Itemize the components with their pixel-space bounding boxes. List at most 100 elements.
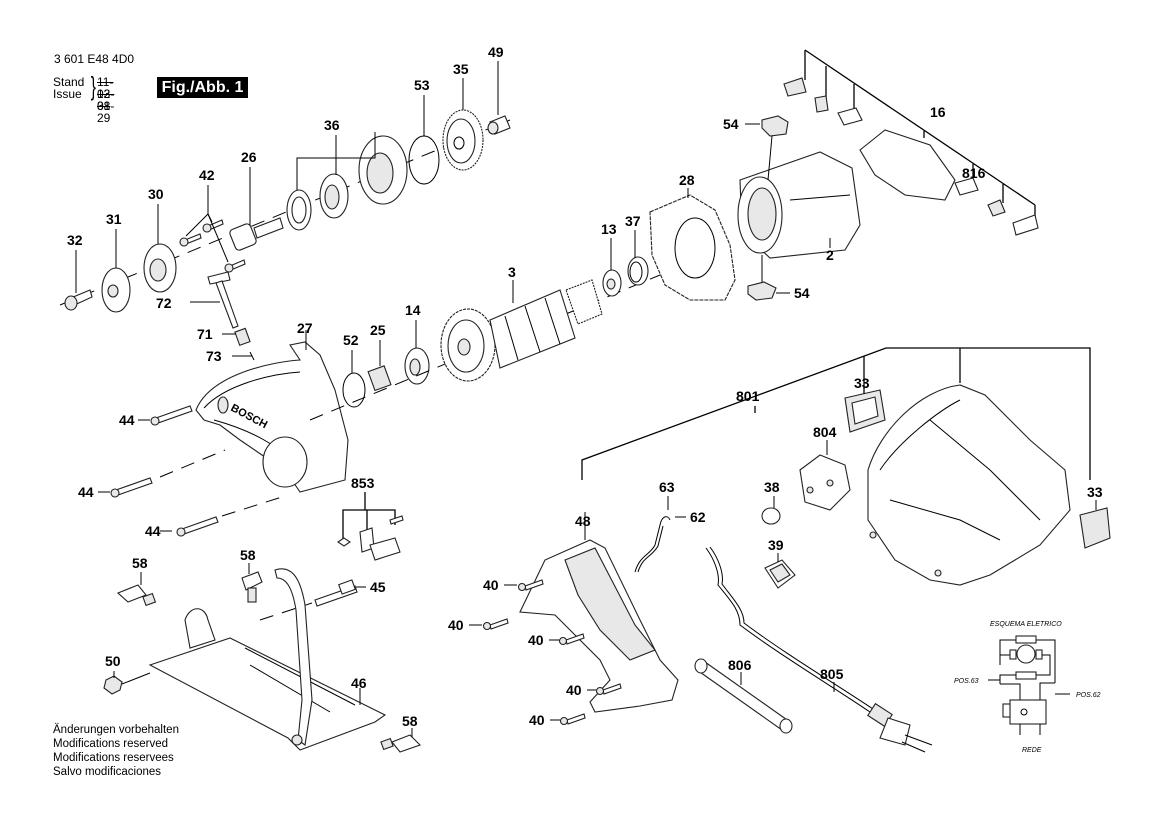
label-48: 48 [575, 513, 591, 529]
label-73: 73 [206, 348, 222, 364]
part-31-flange [101, 229, 131, 313]
part-73-pin [232, 351, 255, 361]
label-30: 30 [148, 186, 164, 202]
label-26: 26 [241, 149, 257, 165]
part-3-armature [440, 279, 603, 382]
revision-block: Stand Issue } 11-03-31 12-08-29 [53, 73, 114, 124]
label-42: 42 [199, 167, 215, 183]
label-40-a: 40 [483, 577, 499, 593]
motor-housing [867, 384, 1071, 586]
label-3: 3 [508, 264, 516, 280]
label-63: 63 [659, 479, 675, 495]
label-40-d: 40 [566, 682, 582, 698]
label-58-right: 58 [402, 713, 418, 729]
part-46-base-plate [148, 568, 387, 751]
label-45: 45 [370, 579, 386, 595]
label-72: 72 [156, 295, 172, 311]
label-14: 14 [405, 302, 421, 318]
issue-label: Issue [53, 87, 82, 101]
label-44-c: 44 [145, 523, 161, 539]
label-32: 32 [67, 232, 83, 248]
note-de: Änderungen vorbehalten [53, 724, 179, 736]
label-35: 35 [453, 61, 469, 77]
footer-notes: Änderungen vorbehalten Modifications res… [53, 723, 179, 779]
label-37: 37 [625, 213, 641, 229]
label-40-e: 40 [529, 712, 545, 728]
part-30-washer [143, 204, 177, 293]
part-54-brush-holder-top [745, 115, 789, 181]
part-33-cover-right [1079, 500, 1111, 549]
part-853-clamp-group [337, 492, 404, 561]
schematic-rede: REDE [1022, 747, 1042, 754]
part-39-grommet [764, 553, 796, 589]
label-801: 801 [736, 388, 760, 404]
note-en: Modifications reserved [53, 738, 169, 750]
part-13-ball-bearing [602, 238, 622, 297]
part-806-cable-sleeve [694, 658, 793, 734]
part-52-o-ring [342, 350, 366, 408]
wiring-schematic: ESQUEMA ELETRICO POS.63 POS.62 REDE [954, 621, 1101, 754]
label-13: 13 [601, 221, 617, 237]
label-46: 46 [351, 675, 367, 691]
label-54-bottom: 54 [794, 285, 810, 301]
label-38: 38 [764, 479, 780, 495]
part-35-gear [442, 78, 484, 171]
part-2-field-coil [737, 151, 861, 259]
label-28: 28 [679, 172, 695, 188]
part-36-bearing-group [286, 132, 408, 231]
stand-label: Stand [53, 75, 85, 89]
label-27: 27 [297, 320, 313, 336]
label-805: 805 [820, 666, 844, 682]
spindle-axis [59, 119, 511, 306]
part-48-handle [519, 512, 679, 713]
label-33-right: 33 [1087, 484, 1103, 500]
part-805-power-cord [705, 546, 933, 753]
label-71: 71 [197, 326, 213, 342]
label-62: 62 [690, 509, 706, 525]
stand-date-old: 11-03-31 [97, 75, 115, 113]
label-806: 806 [728, 657, 752, 673]
label-36: 36 [324, 117, 340, 133]
part-40-screws [469, 579, 622, 726]
label-44-a: 44 [119, 412, 135, 428]
note-es: Salvo modificaciones [53, 766, 162, 778]
label-16: 16 [930, 104, 946, 120]
part-58-wing-screw-right [380, 728, 422, 753]
label-33-top: 33 [854, 375, 870, 391]
label-58-left: 58 [132, 555, 148, 571]
label-853: 853 [351, 475, 375, 491]
part-44-screws [98, 405, 286, 537]
label-58-middle: 58 [240, 547, 256, 563]
part-54-brush-holder-bottom [747, 255, 790, 301]
note-fr: Modifications reservees [53, 752, 174, 764]
brace-icon: } [90, 71, 96, 101]
label-52: 52 [343, 332, 359, 348]
label-54-top: 54 [723, 116, 739, 132]
part-37-ring [627, 230, 649, 286]
part-33-switch-cover-top [844, 389, 886, 433]
label-40-b: 40 [448, 617, 464, 633]
document-number: 3 601 E48 4D0 [54, 52, 135, 66]
part-16-brush-plate-group [783, 49, 1039, 236]
figure-label: Fig./Abb. 1 [157, 77, 248, 98]
part-27-blade-guard: BOSCH [195, 330, 349, 493]
part-72-lock-lever [190, 271, 239, 329]
label-804: 804 [813, 424, 837, 440]
part-58-wing-screw-left [116, 572, 157, 607]
issue-date: 12-08-29 [97, 87, 115, 125]
part-62-63-wire-clip [634, 496, 686, 573]
part-53-o-ring [408, 95, 440, 185]
schematic-pos63: POS.63 [954, 678, 979, 685]
part-32-bolt [64, 250, 93, 311]
part-45-bolt [259, 579, 366, 621]
part-58-wing-screw-middle [241, 563, 263, 603]
part-38-bushing [761, 496, 781, 525]
part-804-switch [799, 440, 851, 511]
label-40-c: 40 [528, 632, 544, 648]
label-25: 25 [370, 322, 386, 338]
label-39: 39 [768, 537, 784, 553]
part-42-screws [179, 185, 246, 273]
part-50-nut [103, 671, 151, 695]
label-53: 53 [414, 77, 430, 93]
